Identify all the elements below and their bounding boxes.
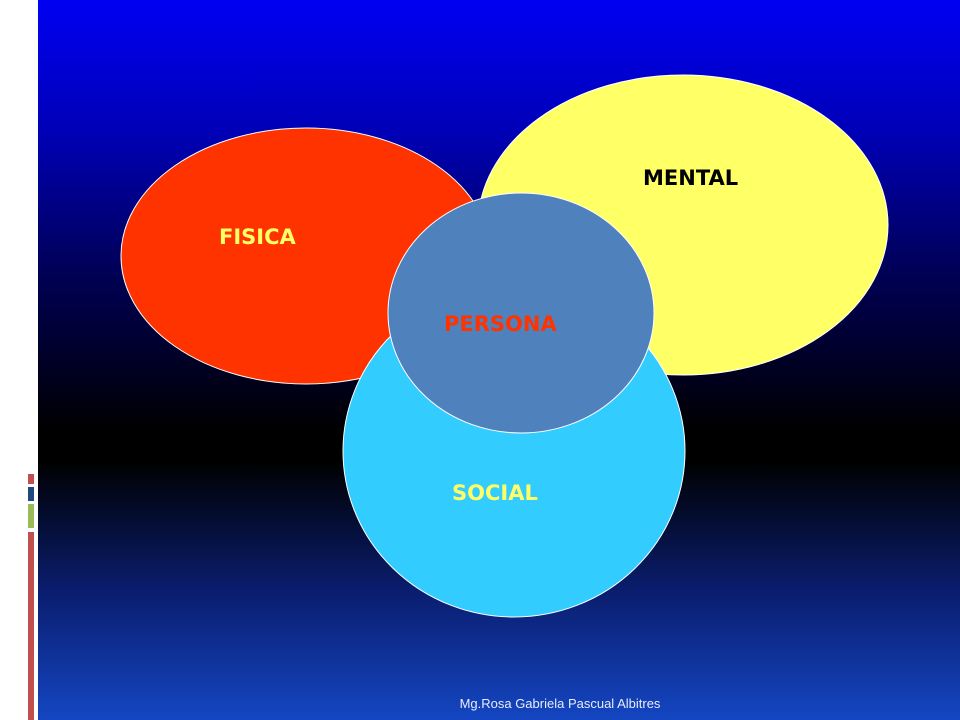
- label-social: SOCIAL: [452, 481, 538, 505]
- accent-bar-top-white-2: [23, 0, 26, 116]
- footer-author: Mg.Rosa Gabriela Pascual Albitres: [459, 696, 661, 711]
- accent-bar-red-long: [28, 532, 34, 720]
- accent-bar-green: [28, 504, 34, 528]
- stripe-decoration-1: [0, 0, 14, 116]
- label-mental: MENTAL: [643, 166, 739, 190]
- accent-bar-top-white: [16, 0, 21, 116]
- accent-bar-blue: [28, 487, 34, 501]
- ellipse-persona: [387, 192, 655, 434]
- accent-bar-red: [28, 474, 34, 484]
- label-persona: PERSONA: [444, 312, 557, 336]
- label-fisica: FISICA: [219, 225, 296, 249]
